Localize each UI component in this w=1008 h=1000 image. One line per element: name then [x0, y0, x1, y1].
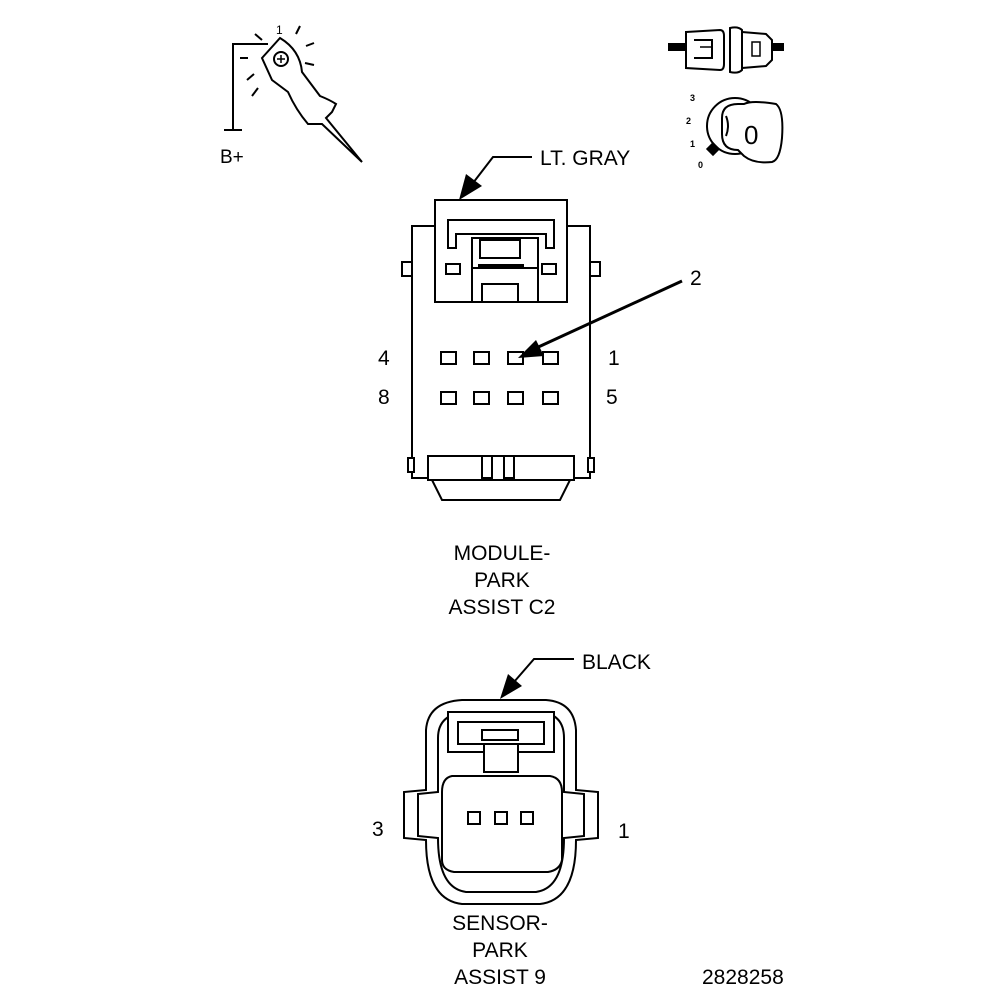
sensor-color-label: BLACK: [582, 651, 651, 674]
c2-name-line-3: ASSIST C2: [449, 596, 556, 619]
c2-pin-label-bottom-right: 5: [606, 386, 618, 409]
test-light-icon: 1: [224, 23, 363, 163]
sensor-connector-drawing: [403, 658, 599, 905]
sensor-name-line-1: SENSOR-: [452, 912, 548, 935]
ignition-position-1: 1: [690, 139, 695, 149]
sensor-name-line-3: ASSIST 9: [454, 966, 546, 989]
ignition-switch-icon: 0 3 2 1 0: [686, 93, 784, 170]
supply-voltage-label: B+: [220, 147, 244, 168]
c2-name-line-2: PARK: [474, 569, 530, 592]
sensor-pin-label-right: 1: [618, 820, 630, 843]
sensor-pin-label-left: 3: [372, 818, 384, 841]
c2-pin-label-bottom-left: 8: [378, 386, 390, 409]
c2-name-line-1: MODULE-: [454, 542, 551, 565]
ignition-position-2: 2: [686, 116, 691, 126]
c2-color-label: LT. GRAY: [540, 147, 630, 170]
c2-pin-callout: 2: [690, 267, 702, 290]
ignition-position-0: 0: [698, 160, 703, 170]
c2-pin-label-top-right: 1: [608, 347, 620, 370]
probe-pin-number: 1: [276, 23, 283, 37]
figure-number: 2828258: [702, 966, 784, 989]
c2-connector-drawing: [401, 156, 683, 501]
sensor-name-line-2: PARK: [472, 939, 528, 962]
connector-disconnect-icon: [668, 26, 784, 74]
key-position-label: 0: [744, 120, 758, 150]
ignition-position-3: 3: [690, 93, 695, 103]
c2-pin-label-top-left: 4: [378, 347, 390, 370]
